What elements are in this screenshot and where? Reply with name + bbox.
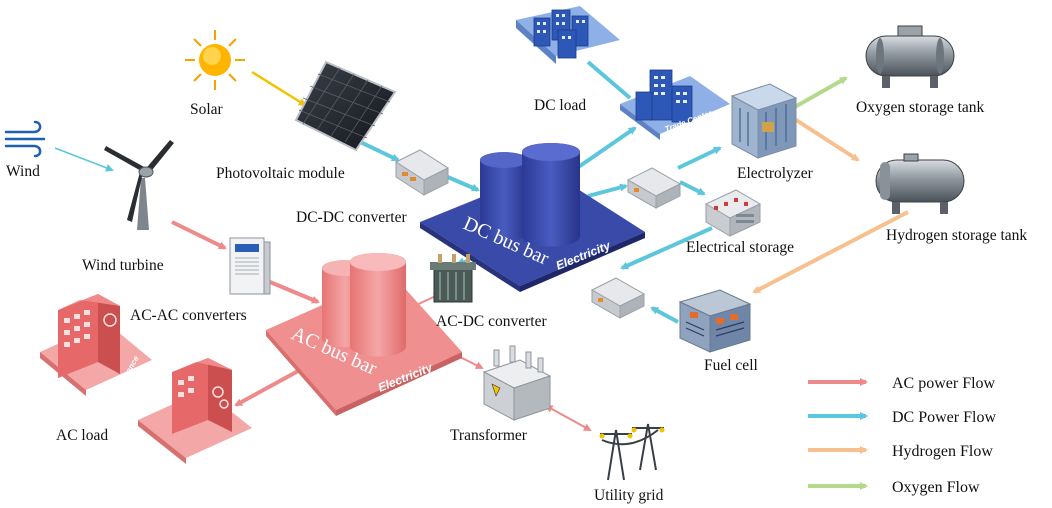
electrical-storage-label: Electrical storage	[686, 239, 794, 256]
turbine-to-acac-arrow	[171, 220, 227, 250]
ac-ac-converters-label: AC-AC converters	[130, 307, 247, 324]
wind-turbine-icon	[104, 140, 174, 230]
wind-turbine-label: Wind turbine	[82, 257, 164, 274]
electrolyzer-to-hydrogen-arrow	[791, 116, 860, 162]
transformer-grid-arrow	[544, 405, 592, 431]
electrolyzer-to-oxygen-arrow	[792, 76, 848, 110]
ac-dc-converter-icon	[430, 254, 476, 303]
hydrogen-to-fuelcell-arrow	[752, 210, 909, 294]
dcdc-to-dcbus-arrow	[442, 173, 480, 192]
acbus-to-acload-arrow	[234, 368, 301, 407]
sun-icon	[185, 30, 245, 90]
fuelcell-to-converter-arrow	[650, 306, 679, 324]
hydrogen-storage-tank-icon	[875, 153, 965, 214]
fuel-cell-icon	[678, 289, 752, 353]
legend-item-ac: AC power Flow	[808, 375, 996, 392]
electrolyzer-label: Electrolyzer	[737, 165, 814, 182]
storage-to-dcbus-arrow	[620, 226, 713, 270]
oxygen-storage-tank-label: Oxygen storage tank	[856, 99, 985, 116]
dc-converter-lower-icon	[590, 277, 646, 319]
legend: AC power Flow DC Power Flow Hydrogen Flo…	[808, 375, 996, 496]
solar-flow-arrow	[251, 70, 307, 107]
legend-ac-label: AC power Flow	[892, 375, 996, 392]
dc-bus-bar: DC bus bar Electricity	[420, 143, 645, 292]
ac-load-label: AC load	[56, 427, 108, 444]
utility-grid-icon	[599, 423, 665, 481]
fuel-cell-label: Fuel cell	[704, 357, 758, 374]
dcbus-to-converter-arrow	[587, 183, 628, 198]
transformer-icon	[482, 345, 552, 421]
pv-to-dcdc-arrow	[355, 138, 400, 162]
electrolyzer-icon	[730, 83, 798, 159]
converter-to-electrolyzer-arrow	[677, 146, 722, 170]
dc-dc-converter-label: DC-DC converter	[296, 209, 407, 226]
dcbus-to-dcload-arrow	[575, 126, 637, 170]
converter-to-storage-arrow	[679, 180, 706, 196]
photovoltaic-module-icon	[294, 60, 397, 152]
legend-oxygen-label: Oxygen Flow	[892, 479, 980, 496]
dc-load-label: DC load	[534, 97, 586, 114]
dc-load-icon: Trade Center	[516, 6, 730, 140]
utility-grid-label: Utility grid	[594, 487, 664, 504]
legend-hydrogen-label: Hydrogen Flow	[892, 443, 993, 460]
ac-ac-converters-icon	[229, 237, 271, 295]
component-labels: Solar Wind Photovoltaic module Wind turb…	[6, 97, 1027, 504]
ac-bus-bar: AC bus bar Electricity	[266, 253, 462, 416]
wind-flow-arrow	[54, 147, 114, 172]
acac-to-acbus-arrow	[269, 280, 320, 304]
dc-dc-converter-icon	[394, 149, 450, 196]
legend-item-dc: DC Power Flow	[808, 409, 996, 426]
solar-label: Solar	[190, 101, 224, 118]
transformer-label: Transformer	[450, 427, 528, 444]
ac-dc-converter-label: AC-DC converter	[436, 313, 547, 330]
legend-item-oxygen: Oxygen Flow	[808, 479, 980, 496]
electrical-storage-icon	[704, 189, 762, 237]
legend-item-hydrogen: Hydrogen Flow	[808, 443, 993, 460]
wind-icon	[4, 120, 46, 158]
hydrogen-storage-tank-label: Hydrogen storage tank	[886, 227, 1027, 244]
dc-converter-upper-icon	[626, 167, 682, 209]
ac-load-icon: Finance Manufacture	[40, 294, 257, 464]
wind-label: Wind	[6, 163, 40, 180]
legend-dc-label: DC Power Flow	[892, 409, 996, 426]
oxygen-storage-tank-icon	[865, 25, 955, 88]
photovoltaic-module-label: Photovoltaic module	[216, 165, 345, 182]
